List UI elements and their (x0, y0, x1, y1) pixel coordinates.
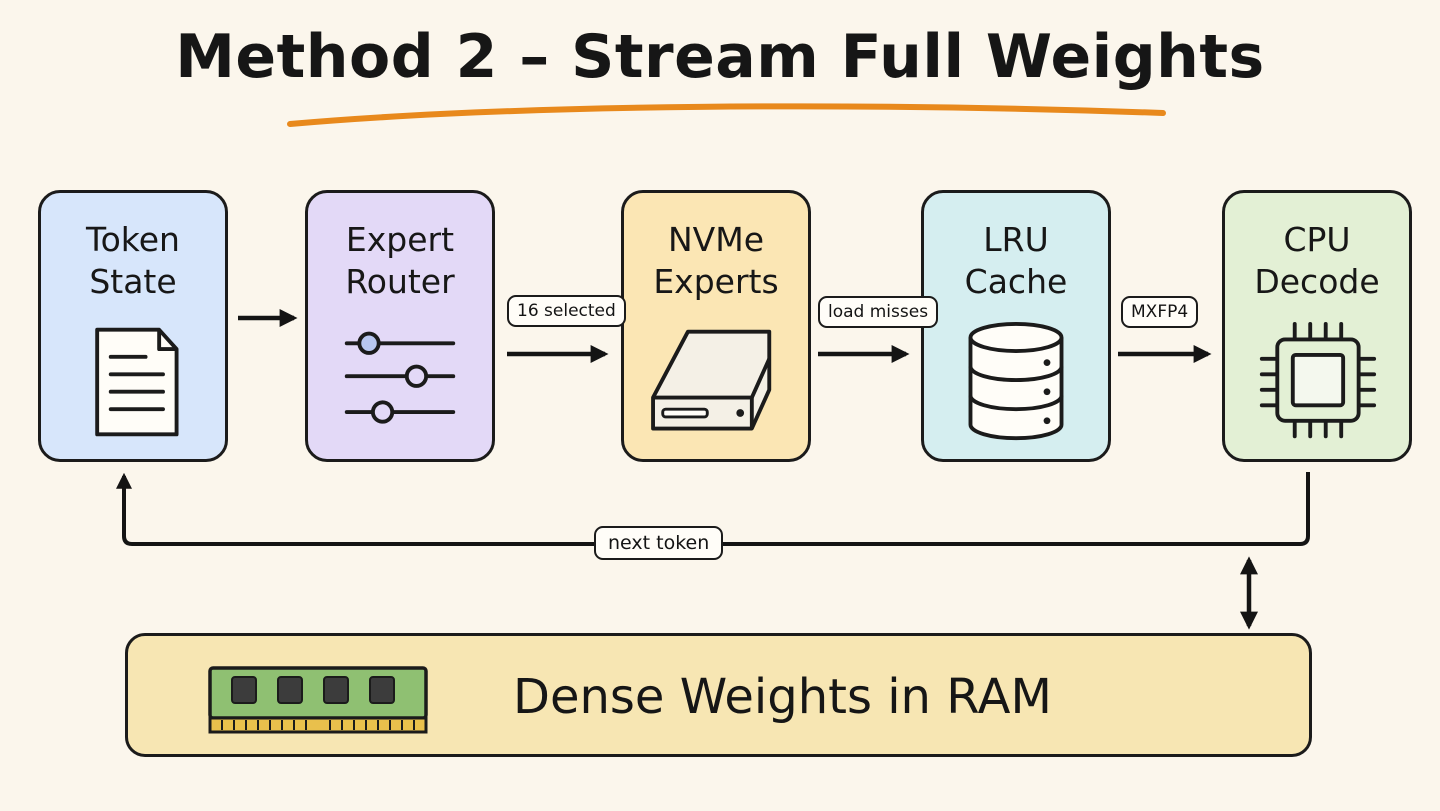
ram-label: Dense Weights in RAM (513, 669, 1052, 725)
title-underline (287, 103, 1166, 127)
edge-label-mxfp4: MXFP4 (1121, 296, 1199, 328)
lru-cache-title-line2: Cache (964, 262, 1068, 301)
drive-icon (651, 329, 772, 431)
ram-stick-icon (208, 666, 428, 734)
expert-router-title: Expert Router (308, 219, 492, 303)
chip-icon (1259, 321, 1377, 439)
expert-router-box: Expert Router (305, 190, 495, 462)
edge-label-next-token: next token (594, 526, 724, 560)
token-state-title: Token State (41, 219, 225, 303)
edge-label-load-misses: load misses (818, 296, 939, 328)
expert-router-title-line1: Expert (345, 220, 455, 259)
nvme-experts-box: NVMe Experts (621, 190, 811, 462)
nvme-experts-title-line2: Experts (653, 262, 779, 301)
lru-cache-title: LRU Cache (924, 219, 1108, 303)
lru-cache-box: LRU Cache (921, 190, 1111, 462)
document-icon (95, 327, 179, 437)
token-state-box: Token State (38, 190, 228, 462)
sliders-icon (344, 331, 456, 424)
lru-cache-title-line1: LRU (983, 220, 1049, 259)
nvme-experts-title: NVMe Experts (624, 219, 808, 303)
cpu-decode-box: CPU Decode (1222, 190, 1412, 462)
database-icon (968, 321, 1064, 441)
cpu-decode-title-line1: CPU (1283, 220, 1351, 259)
diagram-title: Method 2 – Stream Full Weights (175, 22, 1265, 92)
expert-router-title-line2: Router (345, 262, 455, 301)
token-state-title-line2: State (89, 262, 177, 301)
dense-weights-ram-box: Dense Weights in RAM (125, 633, 1312, 757)
nvme-experts-title-line1: NVMe (667, 220, 765, 259)
edge-label-16-selected: 16 selected (507, 295, 626, 327)
cpu-decode-title-line2: Decode (1254, 262, 1380, 301)
cpu-decode-title: CPU Decode (1225, 219, 1409, 303)
token-state-title-line1: Token (86, 220, 180, 259)
